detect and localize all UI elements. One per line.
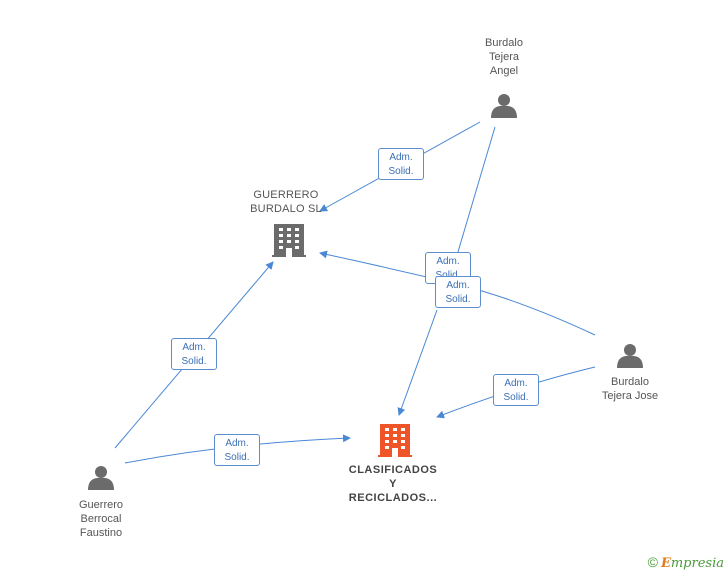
node-label-faustino[interactable]: Guerrero Berrocal Faustino xyxy=(56,498,146,540)
edge-angel-clasificados-2 xyxy=(397,309,438,416)
edge-label-faustino-guerrero[interactable]: Adm. Solid. xyxy=(171,338,217,370)
node-label-jose[interactable]: Burdalo Tejera Jose xyxy=(580,375,680,403)
edge-label-jose-guerrero[interactable]: Adm. Solid. xyxy=(435,276,481,308)
edge-angel-clasificados xyxy=(454,126,496,263)
copyright-icon: © xyxy=(647,554,658,570)
empresia-logo: ©Empresia xyxy=(648,554,724,571)
edge-label-role: Adm. xyxy=(182,342,206,353)
node-label-line: Berrocal xyxy=(80,513,122,525)
node-label-line: Faustino xyxy=(79,527,123,539)
node-label-angel[interactable]: Burdalo Tejera Angel xyxy=(464,36,544,78)
edge-label-type: Solid. xyxy=(426,269,470,283)
person-icon-faustino[interactable] xyxy=(88,466,114,490)
node-label-line: RECICLADOS... xyxy=(348,492,438,504)
edge-label-jose-clasificados[interactable]: Adm. Solid. xyxy=(493,374,539,406)
node-label-line: Tejera Jose xyxy=(601,390,659,402)
node-label-clasificados[interactable]: CLASIFICADOS Y RECICLADOS... xyxy=(335,463,451,505)
node-label-line: Angel xyxy=(489,65,519,77)
edge-label-type: Solid. xyxy=(445,294,471,305)
person-icon-angel[interactable] xyxy=(491,94,517,118)
edge-label-role: Adm. xyxy=(225,438,249,449)
edge-label-faustino-clasificados[interactable]: Adm. Solid. xyxy=(214,434,260,466)
edge-label-role: Adm. xyxy=(446,280,470,291)
edge-label-role: Adm. xyxy=(436,256,460,267)
node-label-line: BURDALO SL xyxy=(250,203,322,215)
node-label-line: Y xyxy=(389,478,397,490)
brand-name: mpresia xyxy=(670,556,724,571)
edge-label-role: Adm. xyxy=(504,378,528,389)
node-label-line: Burdalo xyxy=(485,37,523,49)
node-label-guerrero-sl[interactable]: GUERRERO BURDALO SL xyxy=(236,188,336,216)
edge-label-type: Solid. xyxy=(388,166,414,177)
node-label-line: Guerrero xyxy=(78,499,124,511)
node-label-line: Burdalo xyxy=(611,376,649,388)
node-label-line: CLASIFICADOS xyxy=(348,464,438,476)
building-icon-guerrero-sl[interactable] xyxy=(272,224,306,257)
edge-label-type: Solid. xyxy=(503,392,529,403)
person-icon-jose[interactable] xyxy=(617,344,643,368)
node-label-line: Tejera xyxy=(489,51,519,63)
edge-label-angel-guerrero[interactable]: Adm. Solid. xyxy=(378,148,424,180)
node-label-line: GUERRERO xyxy=(253,189,319,201)
brand-initial: E xyxy=(660,556,671,571)
edge-label-role: Adm. xyxy=(389,152,413,163)
edge-label-type: Solid. xyxy=(224,452,250,463)
building-icon-clasificados[interactable] xyxy=(378,424,412,457)
edge-label-type: Solid. xyxy=(181,356,207,367)
